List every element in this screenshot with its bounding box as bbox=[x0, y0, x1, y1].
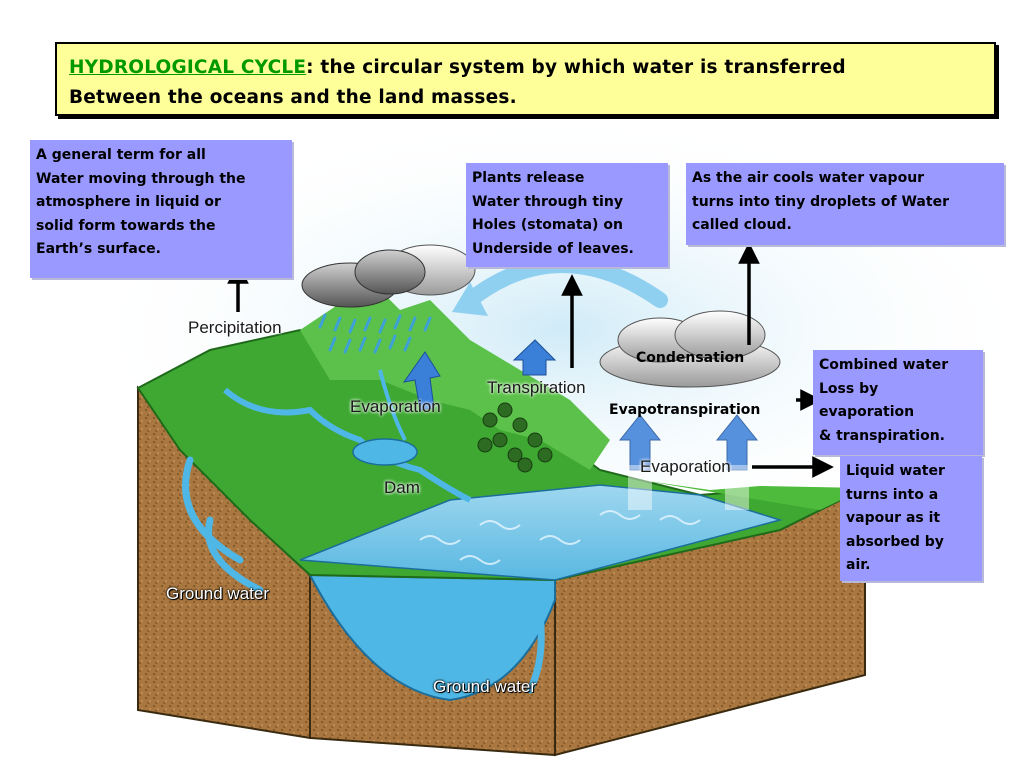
label-precipitation: Percipitation bbox=[188, 318, 282, 337]
note-evapotranspiration: Combined water Loss by evaporation & tra… bbox=[813, 350, 983, 455]
sea-surface bbox=[299, 484, 783, 581]
label-transpiration: Transpiration bbox=[487, 378, 586, 397]
label-condensation: Condensation bbox=[636, 350, 745, 366]
note-line: As the air cools water vapour bbox=[692, 170, 925, 186]
arrow-fades bbox=[628, 465, 749, 510]
rain-cloud bbox=[301, 244, 476, 308]
note-line: Earth’s surface. bbox=[36, 241, 161, 257]
note-line: Underside of leaves. bbox=[472, 240, 634, 257]
note-line: A general term for all bbox=[36, 147, 206, 163]
label-evapotranspiration: Evapotranspiration bbox=[609, 402, 761, 418]
rain-drops bbox=[318, 313, 432, 354]
note-line: Liquid water bbox=[846, 463, 945, 479]
evapotranspiration-arrow-right bbox=[715, 414, 759, 471]
trees bbox=[477, 402, 553, 473]
label-evaporation-land: Evaporation bbox=[350, 397, 441, 416]
label-ground-water-bottom: Ground water bbox=[433, 677, 536, 696]
note-line: called cloud. bbox=[692, 217, 792, 233]
title-line-1: HYDROLOGICAL CYCLE: the circular system … bbox=[69, 53, 982, 83]
label-ground-water-left: Ground water bbox=[166, 584, 269, 603]
note-line: atmosphere in liquid or bbox=[36, 194, 221, 210]
sea-ripples bbox=[419, 510, 701, 565]
ground-water-arrows bbox=[182, 456, 545, 694]
note-line: Water moving through the bbox=[36, 170, 246, 187]
evaporation-land-arrow bbox=[402, 351, 441, 411]
note-line: absorbed by bbox=[846, 533, 944, 550]
note-evaporation: Liquid water turns into a vapour as it a… bbox=[840, 456, 982, 581]
note-line: solid form towards the bbox=[36, 217, 216, 234]
note-precipitation: A general term for all Water moving thro… bbox=[30, 140, 292, 278]
evapotranspiration-pointer bbox=[800, 389, 822, 411]
dam-lake bbox=[352, 438, 418, 466]
label-evaporation-sea: Evaporation bbox=[640, 457, 731, 476]
sky-arrow-head bbox=[452, 282, 488, 316]
title-line-2: Between the oceans and the land masses. bbox=[69, 87, 517, 108]
note-condensation: As the air cools water vapour turns into… bbox=[686, 163, 1004, 245]
note-line: turns into a bbox=[846, 486, 939, 503]
blue-arrows bbox=[402, 339, 759, 471]
note-line: Water through tiny bbox=[472, 193, 623, 210]
note-line: Plants release bbox=[472, 170, 585, 186]
evapotranspiration-arrow-left bbox=[618, 414, 662, 471]
condensation-cloud bbox=[599, 310, 781, 388]
note-line: & transpiration. bbox=[819, 427, 945, 444]
transpiration-pointer bbox=[561, 274, 583, 296]
title-definition: : the circular system by which water is … bbox=[306, 57, 846, 78]
note-line: air. bbox=[846, 557, 871, 573]
river-branch bbox=[378, 369, 407, 441]
note-line: Holes (stomata) on bbox=[472, 217, 623, 233]
title-term: HYDROLOGICAL CYCLE bbox=[69, 57, 307, 78]
transpiration-arrow bbox=[512, 339, 557, 376]
condensation-pointer bbox=[738, 242, 760, 264]
label-dam: Dam bbox=[384, 478, 420, 497]
mountain bbox=[300, 290, 610, 470]
note-line: evaporation bbox=[819, 404, 915, 420]
note-line: Combined water bbox=[819, 357, 949, 373]
right-grass bbox=[640, 480, 865, 510]
note-line: turns into tiny droplets of Water bbox=[692, 193, 949, 210]
note-line: vapour as it bbox=[846, 510, 941, 526]
note-transpiration: Plants release Water through tiny Holes … bbox=[466, 163, 668, 267]
evaporation-pointer bbox=[812, 456, 834, 478]
title-box: HYDROLOGICAL CYCLE: the circular system … bbox=[55, 42, 996, 116]
note-line: Loss by bbox=[819, 380, 879, 397]
river bbox=[223, 387, 472, 503]
